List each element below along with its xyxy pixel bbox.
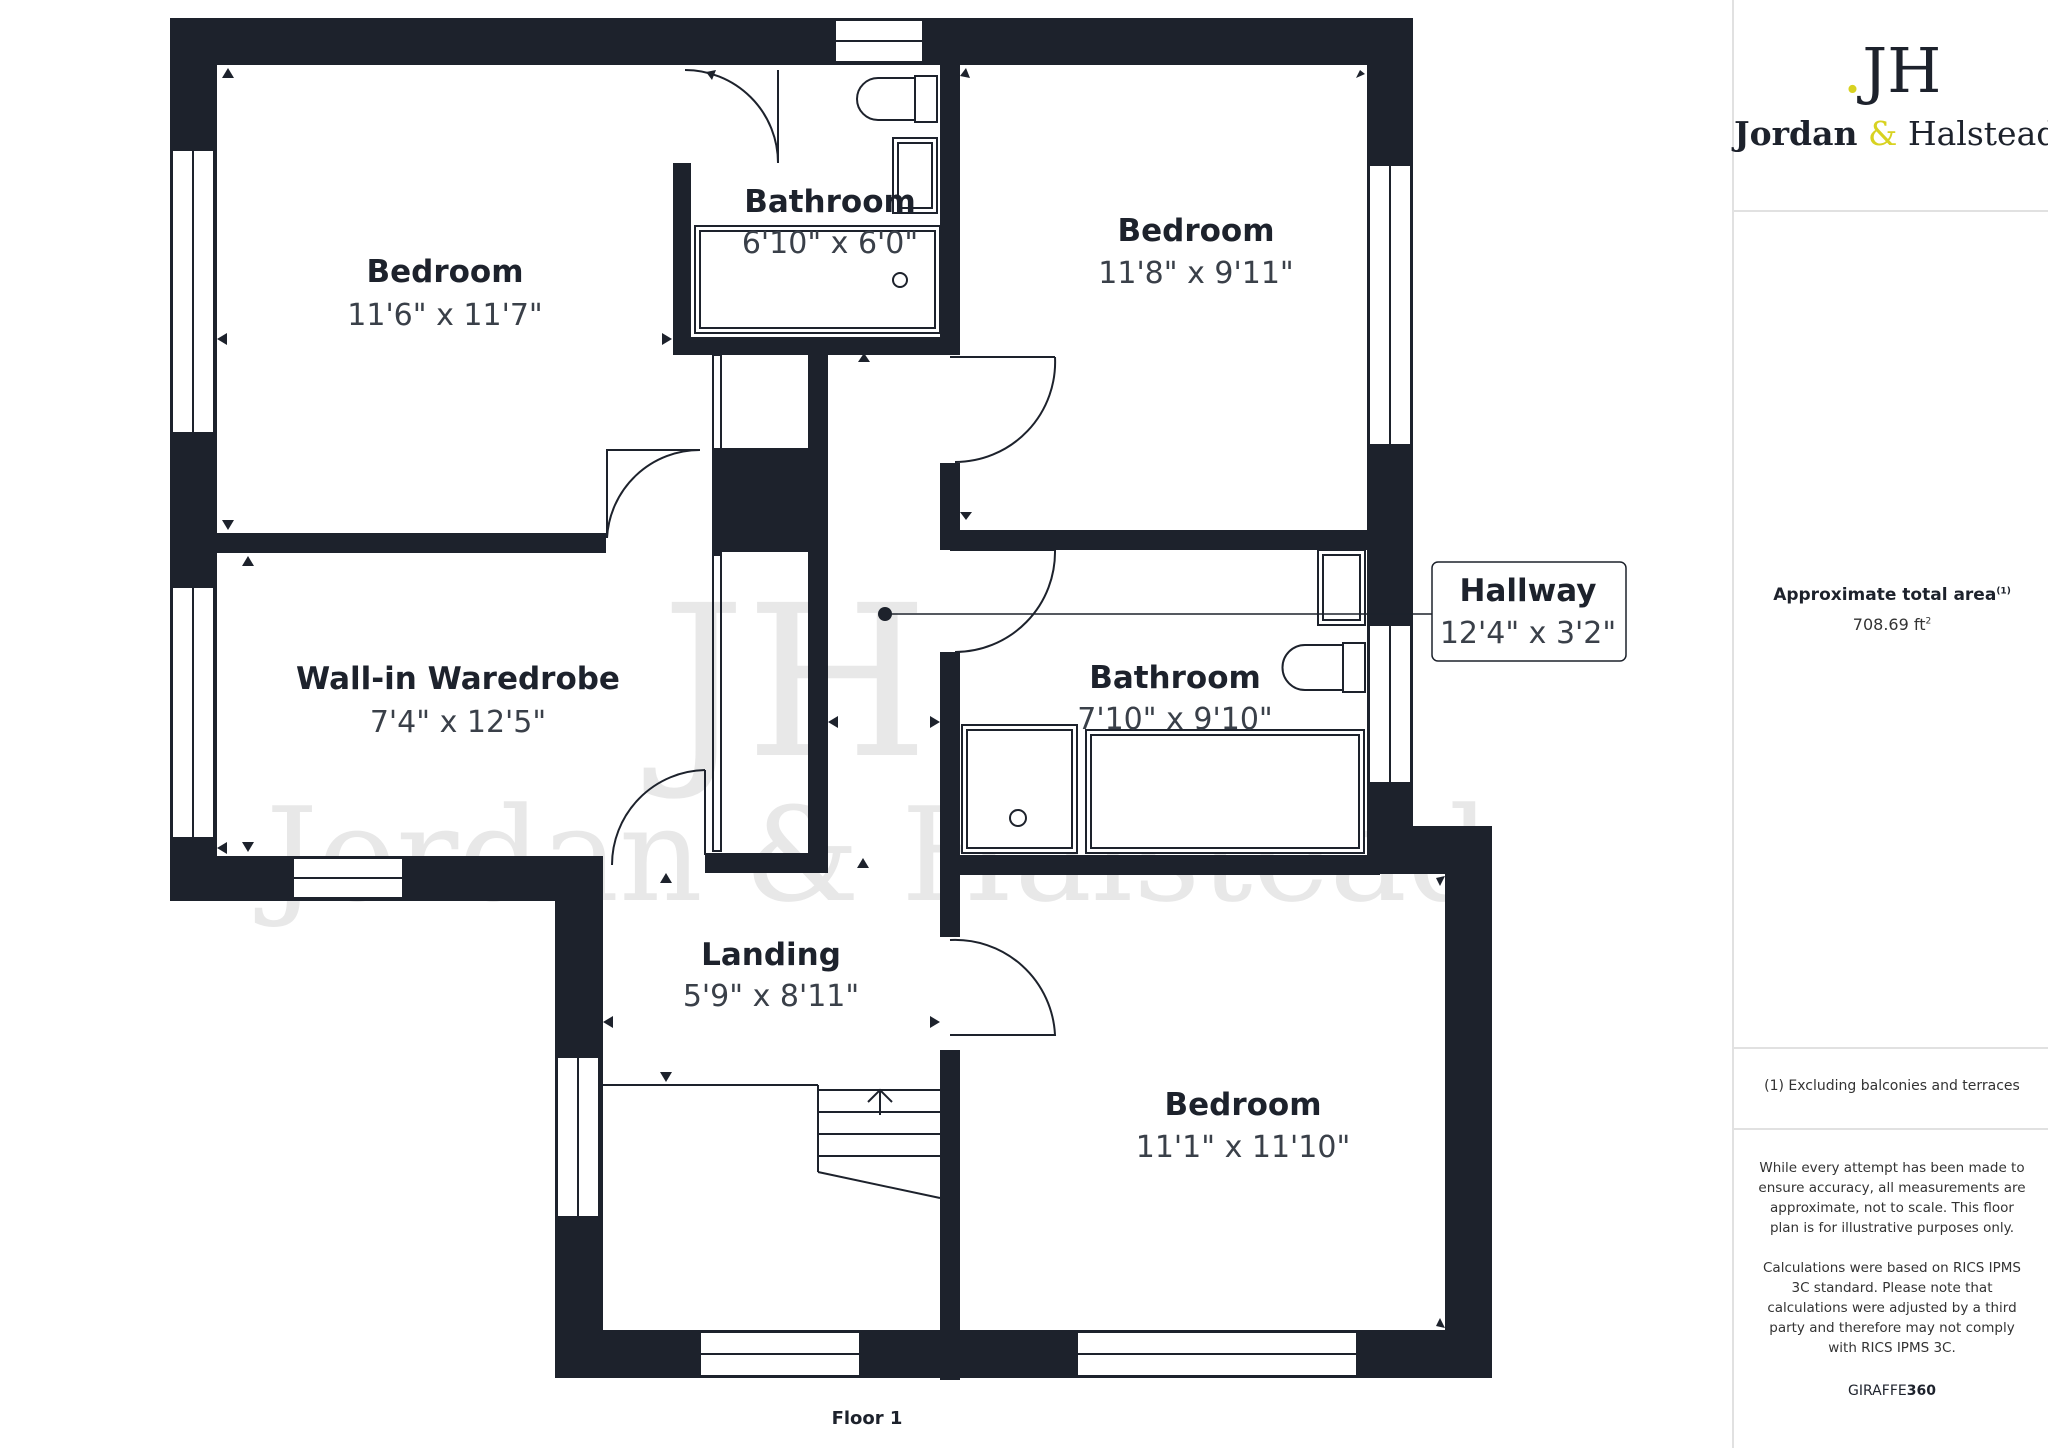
room-dims-hallway: 12'4" x 3'2" bbox=[1440, 616, 1616, 651]
room-labels: Bedroom 11'6" x 11'7" Bathroom 6'10" x 6… bbox=[296, 184, 1616, 1165]
floor-label: Floor 1 bbox=[831, 1408, 903, 1429]
area-footnote: (1) Excluding balconies and terraces bbox=[1764, 1078, 2020, 1094]
logo-mark-dot: . bbox=[1842, 34, 1863, 107]
disclaimer: While every attempt has been made to ens… bbox=[1756, 1158, 2028, 1378]
logo-ampersand: & bbox=[1867, 114, 1898, 153]
room-name-bathroom-1: Bathroom bbox=[744, 184, 916, 220]
area-unit-sup: 2 bbox=[1925, 616, 1932, 627]
floor-plan: JH Jordan & Halstead bbox=[170, 18, 1627, 1380]
room-name-landing: Landing bbox=[701, 937, 841, 973]
logo-mark-letters: JH bbox=[1862, 34, 1942, 107]
room-dims-wardrobe: 7'4" x 12'5" bbox=[370, 705, 546, 740]
company-logo: .JH Jordan & Halstead bbox=[1734, 40, 2048, 154]
info-sidebar: .JH Jordan & Halstead Approximate total … bbox=[1732, 0, 2048, 1448]
logo-mark: .JH bbox=[1734, 40, 2048, 102]
disclaimer-ipms: Calculations were based on RICS IPMS 3C … bbox=[1763, 1260, 2021, 1356]
room-dims-bathroom-2: 7'10" x 9'10" bbox=[1077, 702, 1272, 737]
room-name-bathroom-2: Bathroom bbox=[1089, 660, 1261, 696]
disclaimer-accuracy: While every attempt has been made to ens… bbox=[1758, 1160, 2026, 1236]
area-value-text: 708.69 ft bbox=[1852, 615, 1926, 634]
room-name-bedroom-1: Bedroom bbox=[366, 254, 523, 290]
sidebar-divider bbox=[1734, 1047, 2048, 1049]
area-label-text: Approximate total area bbox=[1773, 585, 1997, 605]
fixtures bbox=[694, 75, 1366, 854]
brand-bold: 360 bbox=[1906, 1383, 1936, 1399]
room-dims-bathroom-1: 6'10" x 6'0" bbox=[742, 226, 918, 261]
total-area: Approximate total area(1) 708.69 ft2 bbox=[1734, 585, 2048, 634]
sidebar-divider bbox=[1734, 210, 2048, 212]
room-name-wardrobe: Wall-in Waredrobe bbox=[296, 661, 620, 697]
room-name-bedroom-2: Bedroom bbox=[1117, 213, 1274, 249]
hallway-pointer bbox=[878, 561, 1627, 662]
brand-light: GIRAFFE bbox=[1848, 1383, 1907, 1399]
room-dims-bedroom-1: 11'6" x 11'7" bbox=[347, 298, 542, 333]
area-label-note: (1) bbox=[1996, 586, 2011, 597]
stairs bbox=[603, 1084, 941, 1199]
logo-name: Jordan & Halstead bbox=[1734, 114, 2048, 153]
measure-arrows bbox=[217, 68, 1445, 1328]
watermark-mark: JH bbox=[643, 560, 928, 805]
wardrobe-doors bbox=[712, 354, 722, 852]
area-value: 708.69 ft2 bbox=[1734, 615, 2048, 634]
sidebar-divider bbox=[1734, 1128, 2048, 1130]
logo-name-jordan: Jordan bbox=[1734, 114, 1858, 153]
room-dims-bedroom-2: 11'8" x 9'11" bbox=[1098, 256, 1293, 291]
windows bbox=[171, 19, 1412, 1377]
room-dims-bedroom-3: 11'1" x 11'10" bbox=[1136, 1130, 1351, 1165]
room-name-hallway: Hallway bbox=[1460, 573, 1597, 609]
room-name-bedroom-3: Bedroom bbox=[1164, 1087, 1321, 1123]
doors bbox=[606, 69, 1057, 1036]
giraffe360-brand: GIRAFFE360 bbox=[1734, 1383, 2048, 1399]
area-label: Approximate total area(1) bbox=[1734, 585, 2048, 605]
logo-name-halstead: Halstead bbox=[1907, 114, 2048, 153]
room-dims-landing: 5'9" x 8'11" bbox=[683, 979, 859, 1014]
